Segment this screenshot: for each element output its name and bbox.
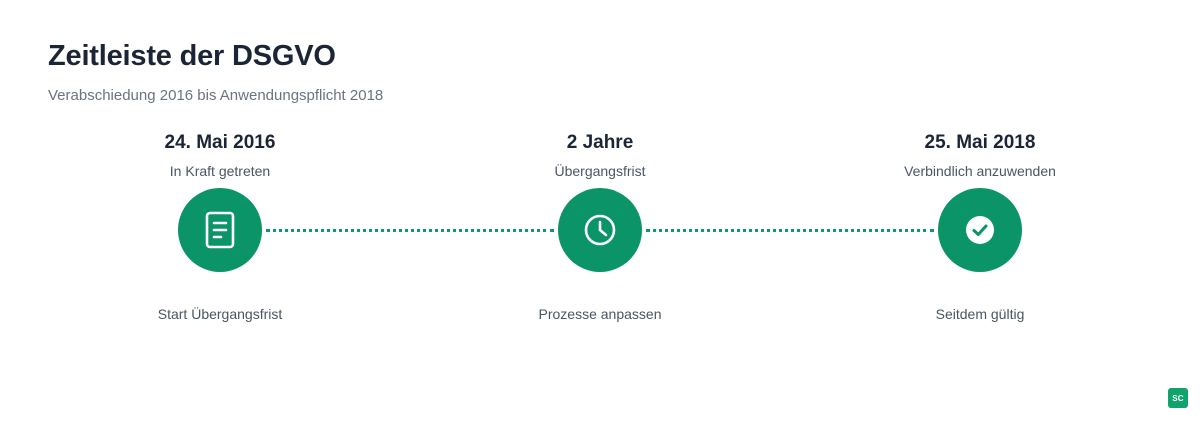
step-caption: Start Übergangsfrist xyxy=(157,306,283,322)
corner-badge: SC xyxy=(1168,388,1188,408)
step-marker xyxy=(178,188,262,272)
timeline-step: 25. Mai 2018 Verbindlich anzuwenden Seit… xyxy=(840,0,1120,424)
step-label: Übergangsfrist xyxy=(554,163,646,179)
step-caption: Seitdem gültig xyxy=(935,306,1025,322)
clock-icon xyxy=(583,213,617,247)
step-duration: 2 Jahre xyxy=(566,132,634,153)
timeline-step: 24. Mai 2016 In Kraft getreten Start Übe… xyxy=(80,0,360,424)
step-caption: Prozesse anpassen xyxy=(538,306,662,322)
document-icon xyxy=(204,211,236,249)
step-date: 25. Mai 2018 xyxy=(924,132,1036,153)
timeline-connector xyxy=(266,229,554,232)
page-title: Zeitleiste der DSGVO xyxy=(48,40,336,72)
step-marker xyxy=(938,188,1022,272)
step-marker xyxy=(558,188,642,272)
timeline-step: 2 Jahre Übergangsfrist Prozesse anpassen xyxy=(460,0,740,424)
step-label: Verbindlich anzuwenden xyxy=(904,163,1056,179)
step-date: 24. Mai 2016 xyxy=(164,132,276,153)
step-label: In Kraft getreten xyxy=(169,163,271,179)
page-subtitle: Verabschiedung 2016 bis Anwendungspflich… xyxy=(48,87,384,104)
timeline-connector xyxy=(646,229,934,232)
check-circle-icon xyxy=(965,215,995,245)
